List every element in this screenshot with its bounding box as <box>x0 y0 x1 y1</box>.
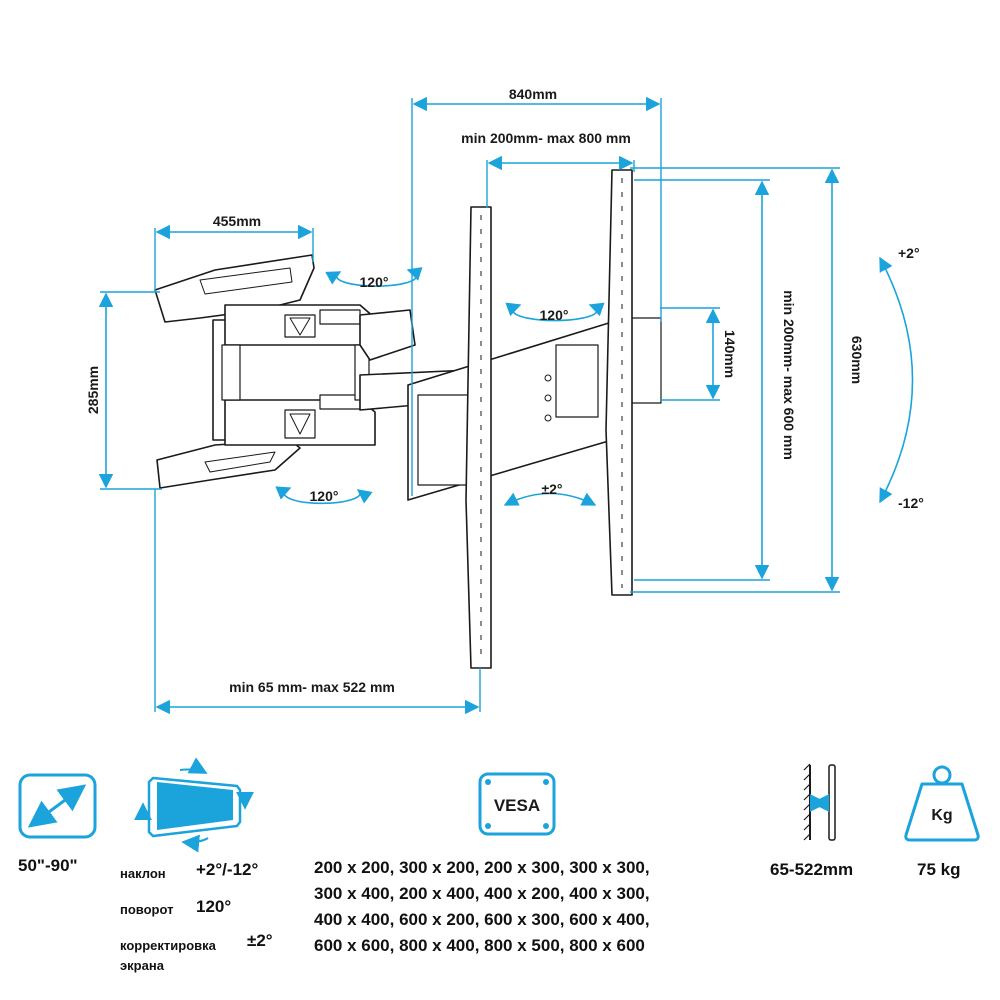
max-load-value: 75 kg <box>917 860 961 879</box>
extension-lines <box>100 98 840 712</box>
dim-630: 630mm <box>849 336 865 384</box>
vesa-icon: VESA <box>478 772 556 836</box>
rot-label-arm-top: 120° <box>360 274 389 290</box>
screen-size-value: 50"-90" <box>18 856 78 875</box>
tv-rail-left <box>465 206 492 669</box>
level-label: ±2° <box>541 481 562 497</box>
rotation-arrow-arm-bottom <box>275 486 373 505</box>
rot-label-center: 120° <box>540 307 569 323</box>
level-arrow <box>503 492 597 506</box>
vesa-line: 300 x 400, 200 x 400, 400 x 200, 400 x 3… <box>314 884 650 903</box>
vesa-line: 400 x 400, 600 x 200, 600 x 300, 600 x 4… <box>314 910 650 929</box>
mid-arm-upper <box>359 309 416 361</box>
rot-label-arm-bottom: 120° <box>310 488 339 504</box>
wall-distance-icon <box>803 763 836 841</box>
tv-rail-right <box>605 169 633 596</box>
tilt-arc <box>879 256 914 504</box>
dim-840: 840mm <box>509 86 557 102</box>
dim-455: 455mm <box>213 213 261 229</box>
weight-icon: Kg <box>904 765 980 842</box>
dimension-lines <box>98 96 914 715</box>
dim-285: 285mm <box>85 366 101 414</box>
dim-depth: min 65 mm- max 522 mm <box>229 679 395 695</box>
dim-vesa-horizontal: min 200mm- max 800 mm <box>461 130 631 146</box>
level-label-line2: экрана <box>120 958 164 973</box>
vesa-line: 200 x 200, 300 x 200, 200 x 300, 300 x 3… <box>314 858 650 877</box>
swivel-value: 120° <box>196 897 232 916</box>
dim-vesa-vertical: min 200mm- max 600 mm <box>781 290 797 460</box>
wall-mount-illustration <box>154 169 662 669</box>
tilt-label: наклон <box>120 866 166 881</box>
wall-distance-value: 65-522mm <box>770 860 854 879</box>
tilt-down-label: -12° <box>898 495 924 511</box>
rotation-arrow-arm-top <box>325 267 423 287</box>
weight-badge-text: Kg <box>931 807 952 824</box>
vesa-sizes: 200 x 200, 300 x 200, 200 x 300, 300 x 3… <box>314 855 650 959</box>
swivel-label: поворот <box>120 902 174 917</box>
tilt-up-label: +2° <box>898 245 920 261</box>
rotation-arrow-center <box>505 302 605 322</box>
vesa-badge-text: VESA <box>494 796 540 815</box>
tilt-swivel-icon <box>134 757 254 853</box>
tilt-value: +2°/-12° <box>196 860 259 879</box>
dim-140: 140mm <box>722 330 738 378</box>
level-value: ±2° <box>247 931 273 950</box>
vesa-line: 600 x 600, 800 x 400, 800 x 500, 800 x 6… <box>314 936 645 955</box>
screen-size-icon <box>18 773 97 839</box>
level-label-line1: корректировка <box>120 938 216 953</box>
